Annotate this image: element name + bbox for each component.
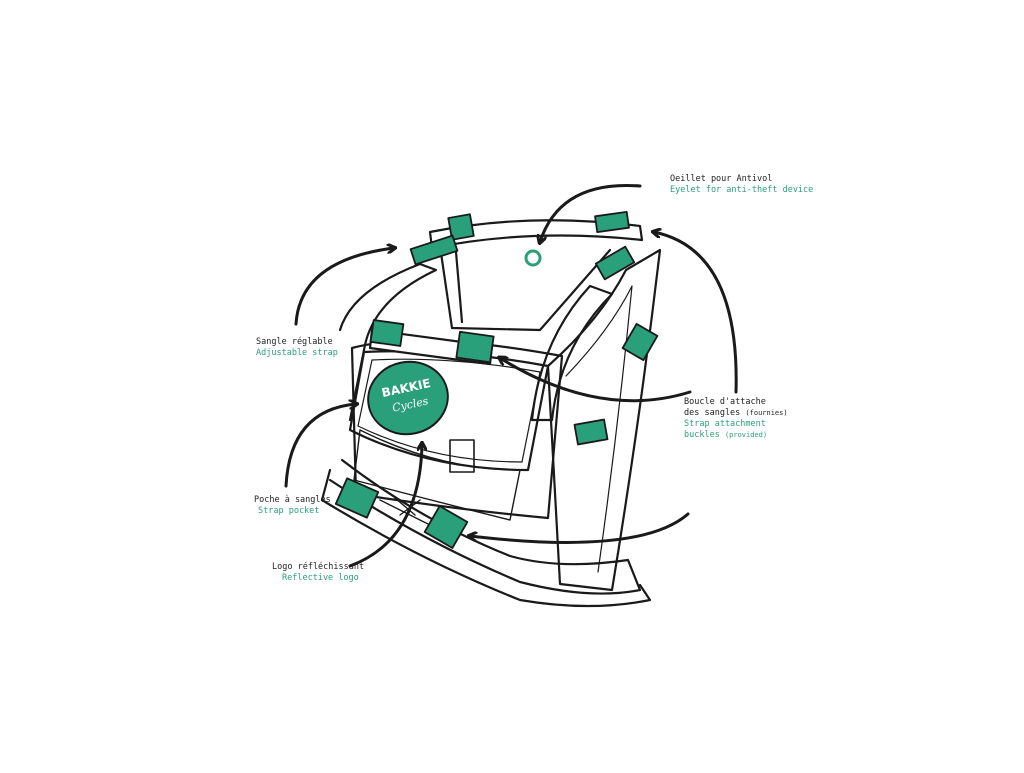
- bottom-base: [320, 468, 652, 608]
- back-panel: [438, 244, 612, 332]
- callout-pocket-fr: Poche à sangles: [254, 495, 331, 505]
- buckle-bottom-right: [423, 505, 469, 549]
- callout-strap: Sangle réglable Adjustable strap: [256, 337, 338, 359]
- front-face: [350, 339, 564, 520]
- buckle-strap-left: [409, 234, 459, 266]
- callout-logo-en: Reflective logo: [282, 573, 359, 583]
- callout-pocket-en: Strap pocket: [258, 506, 320, 516]
- callout-logo-fr: Logo réfléchissant: [272, 562, 365, 572]
- buckle-side-lower: [573, 418, 609, 446]
- arrow-eyelet: [540, 183, 642, 242]
- buckle-top-left: [447, 213, 475, 241]
- arrow-buckle-top: [654, 232, 738, 394]
- arrow-buckle-bottom: [470, 512, 690, 544]
- callout-buckle-fr2-note: (fournies): [745, 409, 788, 417]
- buckle-front-right: [455, 330, 495, 364]
- arrow-logo: [348, 444, 422, 568]
- left-side-panel: [338, 262, 438, 422]
- callout-logo: Logo réfléchissant Reflective logo: [272, 562, 364, 584]
- callout-buckle: Boucle d'attache des sangles (fournies) …: [684, 397, 788, 441]
- frame-top-bar: [428, 219, 644, 250]
- right-side-inner: [565, 285, 633, 573]
- callout-arrows: [284, 183, 738, 568]
- callout-strap-fr: Sangle réglable: [256, 337, 333, 347]
- callout-buckle-fr: Boucle d'attache: [684, 397, 766, 407]
- buckle-right-clip: [594, 245, 636, 281]
- callout-eyelet-fr: Oeillet pour Antivol: [670, 174, 773, 184]
- antitheft-eyelet: [524, 249, 542, 267]
- callout-buckle-en2-note: (provided): [724, 431, 768, 439]
- callout-buckle-en: Strap attachment: [684, 419, 766, 429]
- arrow-buckle-mid: [500, 358, 692, 403]
- strap-pocket-outline: [353, 429, 521, 521]
- buckle-bottom-left: [334, 477, 380, 519]
- buckles: [334, 210, 659, 549]
- callout-pocket: Poche à sangles Strap pocket: [254, 495, 331, 517]
- back-panel-seam: [454, 250, 464, 324]
- callout-buckle-en2: buckles: [684, 430, 720, 440]
- callout-eyelet-en: Eyelet for anti-theft device: [670, 185, 814, 195]
- arrow-strap: [294, 248, 394, 326]
- buckle-front-left: [369, 319, 405, 347]
- buckle-top-right: [594, 210, 630, 234]
- reflective-logo-patch: BAKKIE Cycles: [367, 360, 449, 436]
- pocket-tab: [449, 439, 475, 473]
- arrow-pocket: [284, 404, 356, 488]
- callout-eyelet: Oeillet pour Antivol Eyelet for anti-the…: [670, 174, 813, 196]
- right-strap: [530, 284, 614, 422]
- callout-strap-en: Adjustable strap: [256, 348, 338, 358]
- right-side-panel: [546, 248, 662, 592]
- buckle-side-upper: [621, 322, 659, 362]
- front-flap-inner: [357, 358, 541, 463]
- callout-buckle-fr2: des sangles: [684, 408, 741, 418]
- bag-bottom: [328, 458, 642, 595]
